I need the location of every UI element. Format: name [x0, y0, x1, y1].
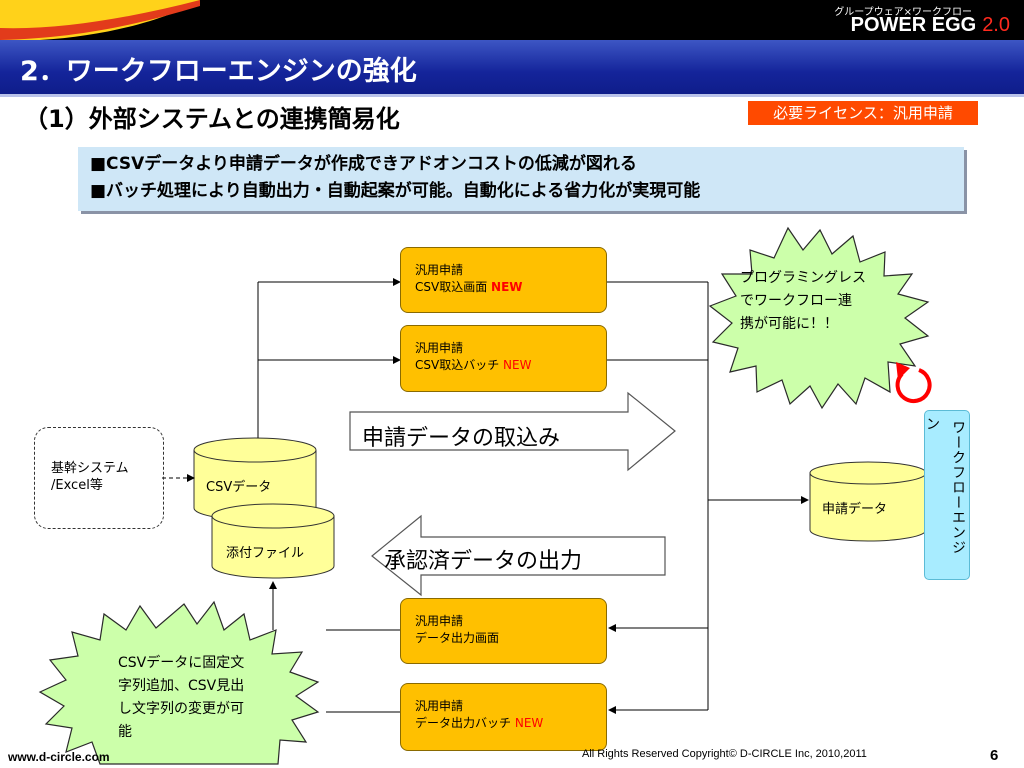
csv-import-screen-box: 汎用申請 CSV取込画面 NEW	[400, 247, 607, 313]
callout-burst-bottom	[38, 600, 320, 765]
application-data-cylinder	[809, 461, 927, 542]
workflow-engine-label-end: ン	[926, 417, 940, 433]
workflow-engine-label: ワークフローエンジ	[950, 420, 966, 555]
application-data-label: 申請データ	[822, 502, 888, 517]
data-output-batch-box: 汎用申請 データ出力バッチ NEW	[400, 683, 607, 751]
legacy-line2: /Excel等	[51, 478, 103, 493]
page-subtitle: （1）外部システムとの連携簡易化	[24, 105, 400, 133]
callout-burst-top	[708, 226, 930, 410]
workflow-engine-box	[924, 410, 970, 580]
header-tagline: グループウェア×ワークフロー	[834, 7, 972, 18]
callout-text-bottom: CSVデータに固定文 字列追加、CSV見出 し文字列の変更が可 能	[118, 652, 244, 744]
footer-copyright: All Rights Reserved Copyright© D-CIRCLE …	[582, 748, 867, 760]
csv-data-label: CSVデータ	[206, 480, 272, 495]
header-swoosh-logo	[0, 0, 200, 40]
license-badge: 必要ライセンス：汎用申請	[748, 101, 978, 125]
new-badge: NEW	[491, 280, 523, 294]
attachment-cylinder	[211, 503, 335, 579]
footer-url[interactable]: www.d-circle.com	[8, 750, 110, 764]
callout-text-top: プログラミングレス でワークフロー連 携が可能に！！	[740, 267, 866, 336]
new-badge: NEW	[514, 716, 544, 730]
export-arrow-label: 承認済データの出力	[384, 549, 583, 574]
callout-line: でワークフロー連	[740, 293, 852, 309]
callout-line: 携が可能に！！	[740, 316, 838, 332]
box-line1: 汎用申請	[415, 699, 464, 713]
callout-line: 字列追加、CSV見出	[118, 678, 245, 694]
bullet-box: ■CSVデータより申請データが作成できアドオンコストの低減が図れる ■バッチ処理…	[78, 147, 964, 211]
box-line1: 汎用申請	[415, 263, 464, 277]
box-line2: CSV取込画面	[415, 280, 488, 294]
callout-line: し文字列の変更が可	[118, 701, 244, 717]
box-line1: 汎用申請	[415, 341, 464, 355]
csv-data-cylinder	[193, 437, 317, 521]
callout-line: CSVデータに固定文	[118, 655, 245, 671]
refresh-icon	[895, 362, 932, 404]
import-arrow	[349, 391, 676, 472]
export-arrow	[371, 514, 666, 597]
legacy-line1: 基幹システム	[51, 461, 129, 476]
attachment-label: 添付ファイル	[226, 546, 305, 561]
section-title: 2．ワークフローエンジンの強化	[20, 56, 417, 87]
bullet-item: ■バッチ処理により自動出力・自動起案が可能。自動化による省力化が実現可能	[90, 181, 701, 201]
new-badge: NEW	[503, 358, 532, 372]
data-output-screen-box: 汎用申請 データ出力画面	[400, 598, 607, 664]
product-version: 2.0	[982, 14, 1010, 36]
callout-line: プログラミングレス	[740, 270, 866, 286]
page-number: 6	[990, 747, 999, 764]
box-line2: データ出力画面	[415, 631, 500, 645]
section-bar	[0, 40, 1024, 94]
box-line2: CSV取込バッチ	[415, 358, 500, 372]
connector-lines	[162, 278, 809, 714]
import-arrow-label: 申請データの取込み	[362, 426, 561, 451]
box-line2: データ出力バッチ	[415, 716, 512, 730]
box-line1: 汎用申請	[415, 614, 464, 628]
product-name: POWER EGG	[850, 14, 977, 36]
legacy-system-box: 基幹システム /Excel等	[34, 427, 164, 529]
callout-line: 能	[118, 724, 132, 740]
csv-import-batch-box: 汎用申請 CSV取込バッチ NEW	[400, 325, 607, 392]
section-bar-rule	[0, 94, 1024, 97]
bullet-item: ■CSVデータより申請データが作成できアドオンコストの低減が図れる	[90, 154, 637, 174]
